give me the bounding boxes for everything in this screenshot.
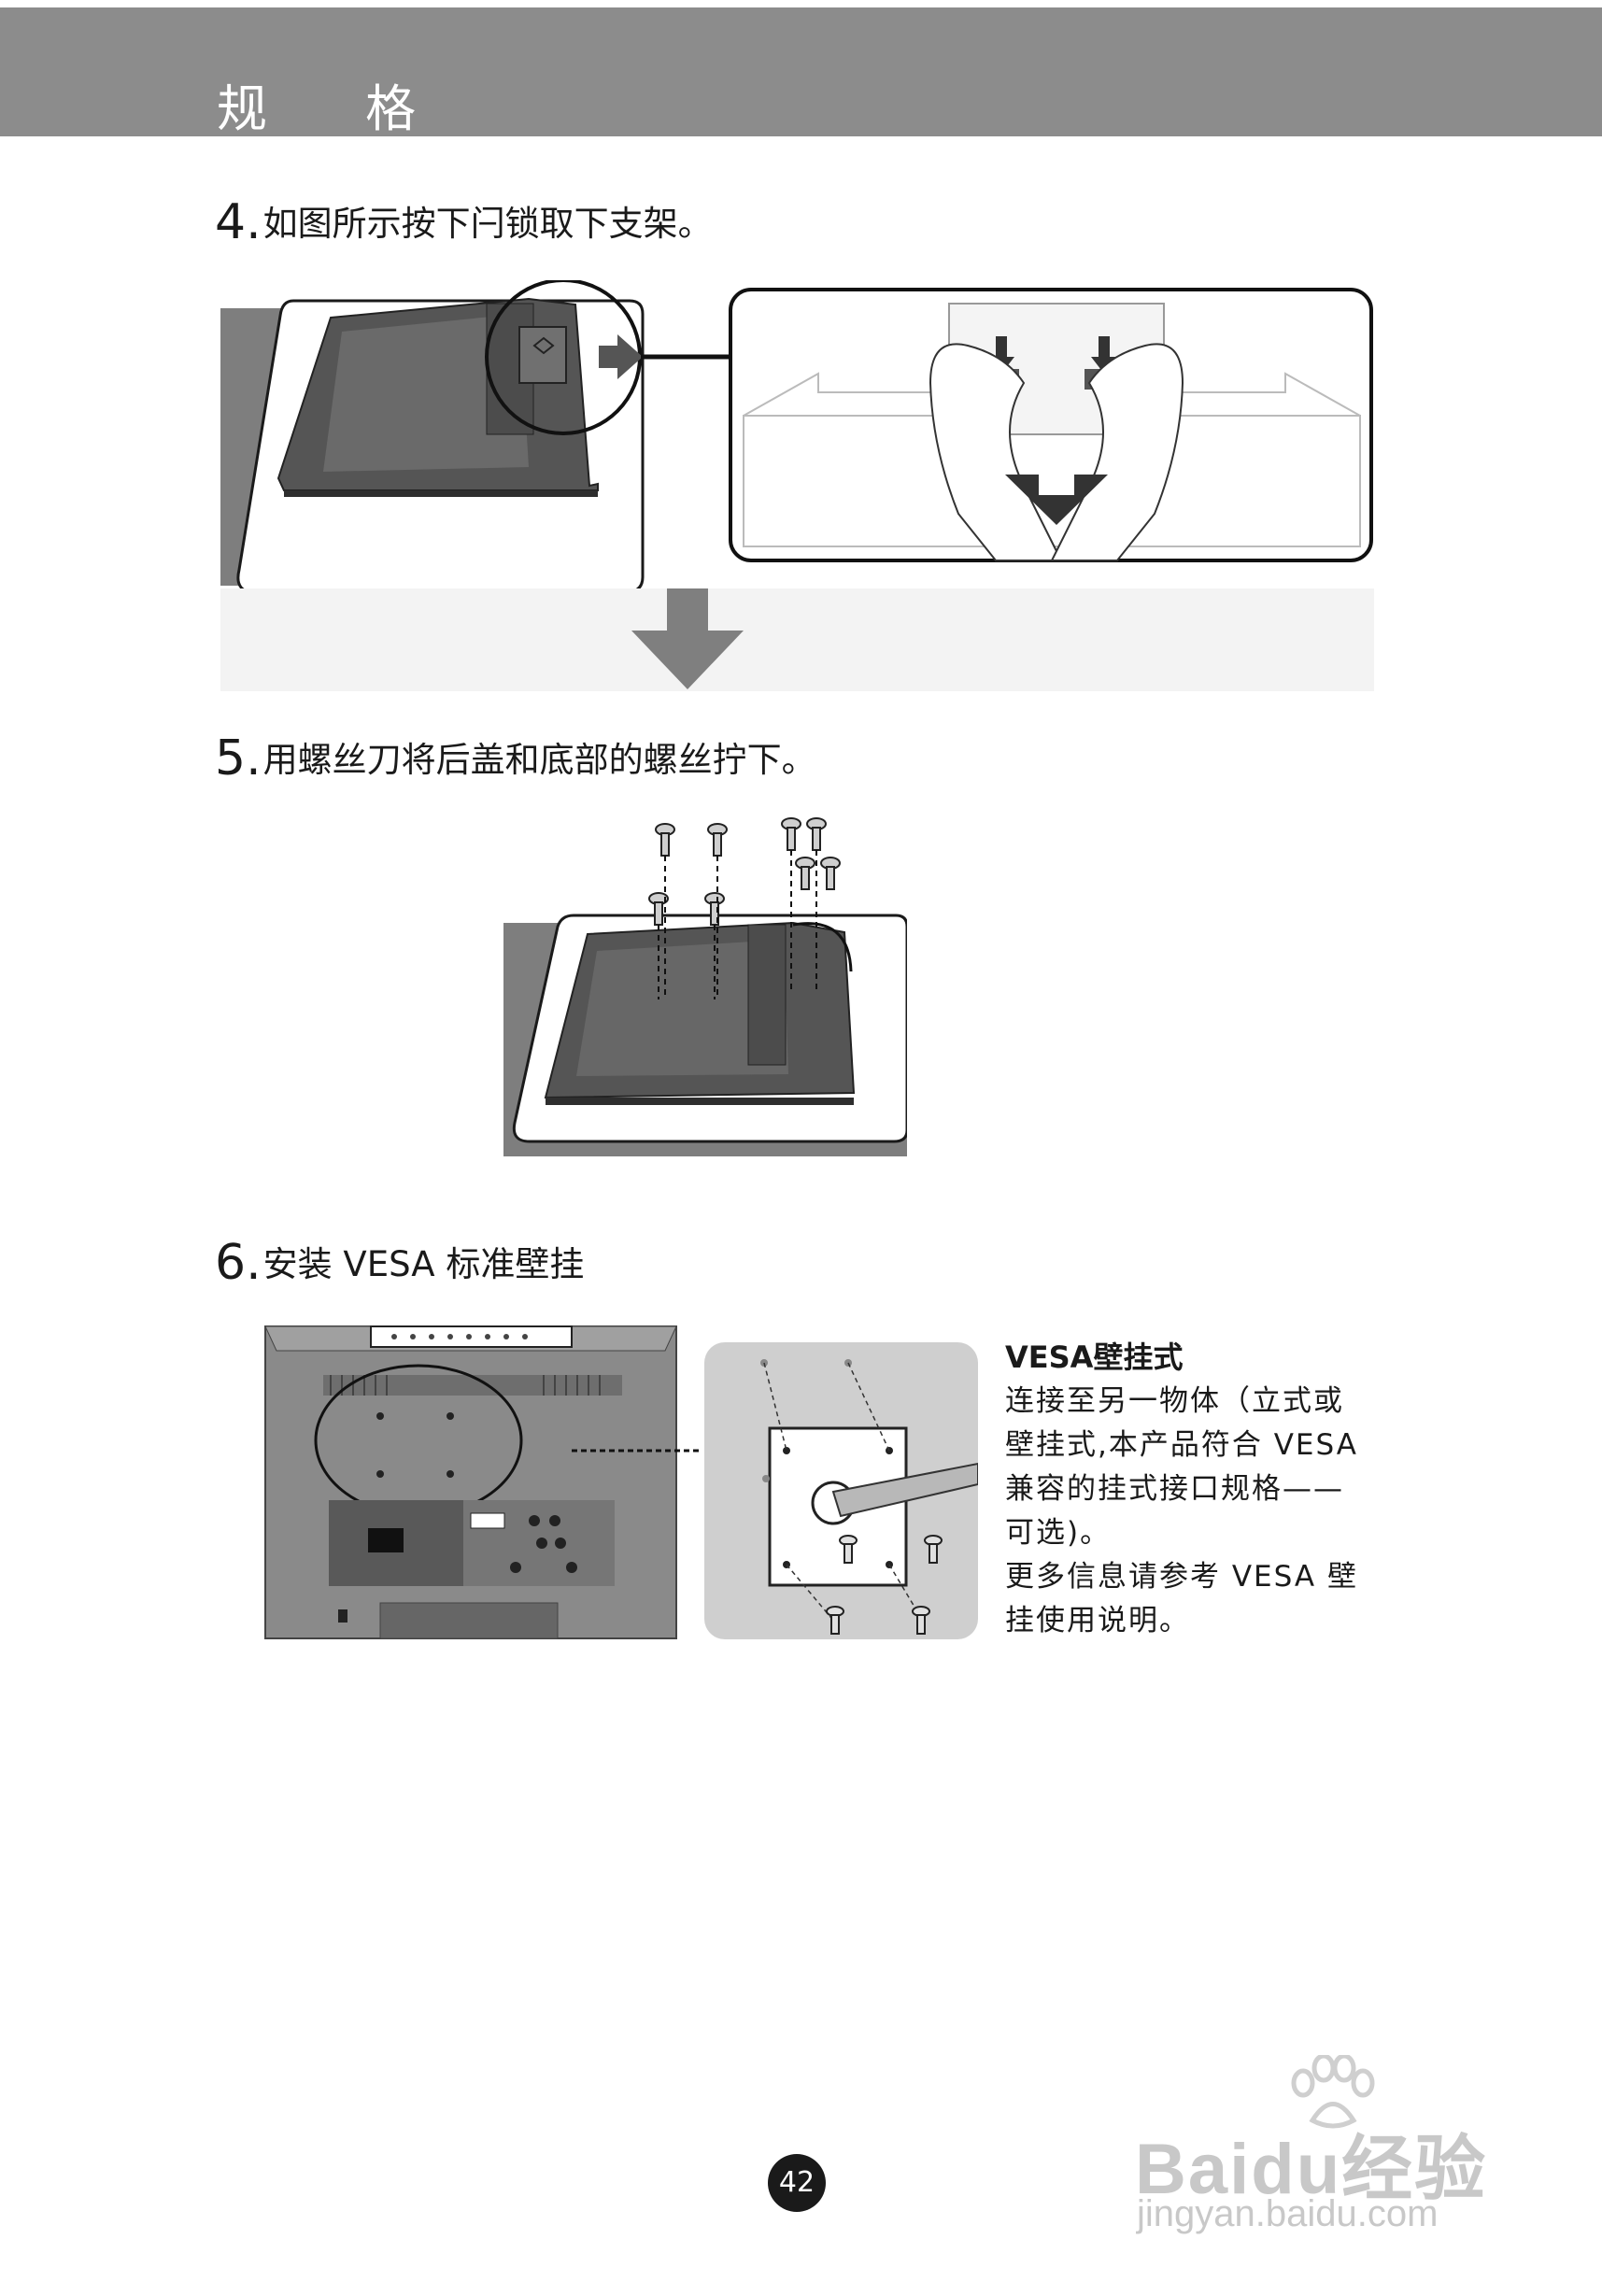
left-hand: [929, 343, 1063, 561]
screw-icon: [648, 892, 669, 926]
vesa-info-line: 连接至另一物体（立式或: [1005, 1384, 1344, 1418]
monitor-rear-panel: [264, 1325, 677, 1639]
vesa-info-title: VESA壁挂式: [1005, 1339, 1184, 1375]
power-port: [368, 1528, 404, 1552]
watermark-url: jingyan.baidu.com: [1137, 2193, 1439, 2234]
screw-icon: [795, 857, 815, 890]
step-5-number: 5.: [215, 730, 262, 787]
step-4-number: 4.: [215, 194, 262, 250]
page-number: 42: [768, 2154, 826, 2212]
screw-icon: [806, 817, 827, 851]
vesa-info-line: 更多信息请参考 VESA 壁: [1005, 1560, 1358, 1594]
screw-icon: [839, 1535, 858, 1564]
page-header: 规 格: [0, 7, 1602, 138]
screw-removal-figure: [503, 817, 907, 1156]
step-5-text: 用螺丝刀将后盖和底部的螺丝拧下。: [262, 740, 816, 780]
step-6-number: 6.: [215, 1235, 262, 1291]
step-4-text: 如图所示按下闩锁取下支架。: [262, 204, 713, 244]
pull-down-arrow-icon: [1005, 475, 1108, 525]
section-title: 规 格: [217, 79, 458, 138]
screw-icon: [820, 857, 841, 890]
screw-icon: [912, 1606, 930, 1635]
vesa-info-line: 壁挂式,本产品符合 VESA: [1005, 1428, 1358, 1462]
screw-icon: [924, 1535, 943, 1564]
screw-icon: [707, 823, 728, 857]
screw-icon: [655, 823, 675, 857]
step-6-text: 安装 VESA 标准壁挂: [262, 1244, 585, 1284]
step-4-heading: 4.如图所示按下闩锁取下支架。: [215, 194, 713, 250]
down-arrow-icon: [631, 588, 744, 689]
screw-icon: [781, 817, 801, 851]
step-6-heading: 6.安装 VESA 标准壁挂: [215, 1235, 584, 1291]
mount-arm: [831, 1462, 978, 1518]
screw-icon: [826, 1606, 844, 1635]
vesa-info-line: 兼容的挂式接口规格——: [1005, 1472, 1344, 1506]
right-arrow-icon: [599, 334, 643, 379]
vesa-info-line: 挂使用说明。: [1005, 1604, 1190, 1637]
paw-logo-icon: [1291, 2055, 1375, 2129]
stand-removal-figure: [220, 280, 1374, 691]
vesa-info-line: 可选)。: [1005, 1516, 1112, 1550]
right-hand: [1050, 343, 1184, 561]
dashed-connector: [572, 1449, 699, 1453]
step-5-heading: 5.用螺丝刀将后盖和底部的螺丝拧下。: [215, 730, 816, 787]
watermark-brand: Baidu经验: [1135, 2130, 1488, 2209]
screw-icon: [704, 892, 725, 926]
vesa-info: VESA壁挂式 连接至另一物体（立式或 壁挂式,本产品符合 VESA 兼容的挂式…: [1005, 1336, 1388, 1643]
baidu-watermark: Baidu经验 jingyan.baidu.com: [1135, 2055, 1509, 2242]
vesa-mount-illustration: [704, 1342, 978, 1639]
